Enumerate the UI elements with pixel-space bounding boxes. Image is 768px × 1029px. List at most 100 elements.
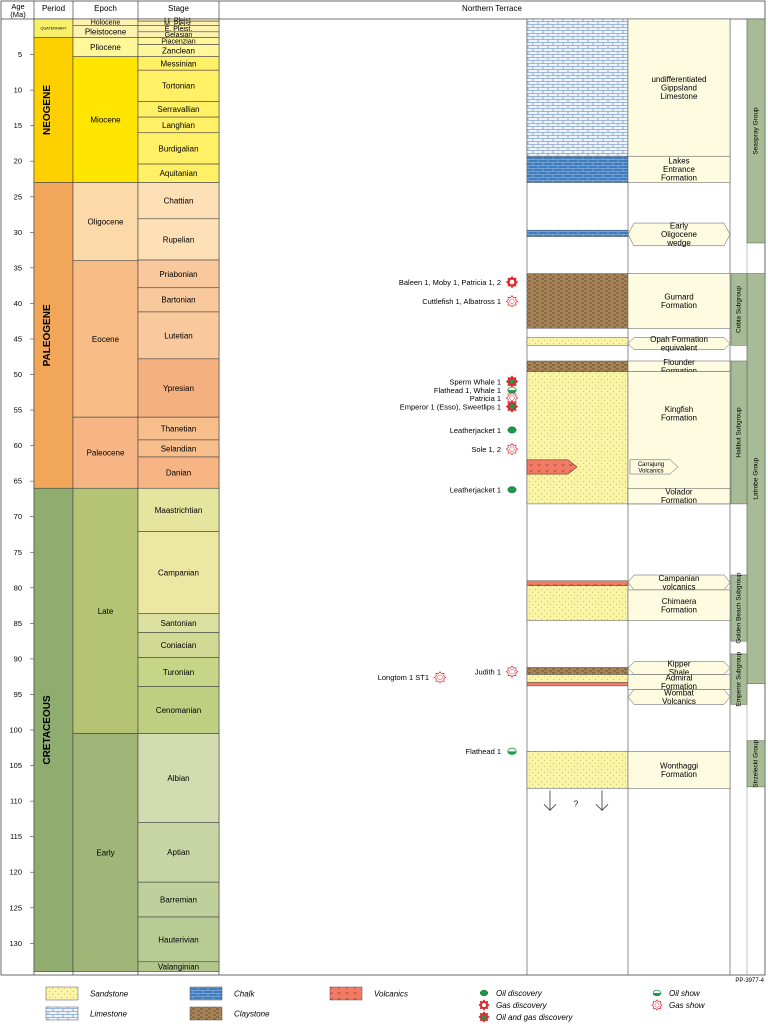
period-label: QUATERNARY [40, 27, 66, 31]
age-tick-label: 60 [14, 441, 22, 450]
discovery-label: Judith 1 [475, 667, 501, 676]
oil-core [509, 379, 515, 385]
stage-label: E. Pleist. [165, 26, 193, 33]
epoch-label: Pliocene [90, 43, 121, 52]
down-arrow-head [543, 804, 557, 811]
discovery-label: Baleen 1, Moby 1, Patricia 1, 2 [399, 278, 501, 287]
formation-label: Chimaera [662, 597, 697, 606]
formation-label: Limestone [661, 92, 698, 101]
lithology-unit [526, 674, 629, 683]
formation-label: Wombat [664, 688, 694, 697]
age-tick-label: 35 [14, 263, 22, 272]
legend-label: Limestone [90, 1010, 127, 1019]
carrajung-volcanics-wedge [526, 459, 578, 475]
discovery-label: Flathead 1, Whale 1 [434, 386, 501, 395]
age-tick-label: 90 [14, 654, 22, 663]
formation-arrow-box [627, 689, 731, 705]
formation-label: Formation [661, 605, 697, 614]
discovery-label: Patricia 1 [470, 394, 501, 403]
gas-discovery-icon [505, 275, 519, 289]
formation-label: Gurnard [664, 292, 693, 301]
stage-label: Burdigalian [158, 144, 198, 153]
discovery-label: Longtom 1 ST1 [378, 673, 429, 682]
epoch-header: Epoch [94, 4, 117, 13]
formation-label: wedge [666, 239, 691, 248]
formation-box [627, 488, 731, 505]
stage-label: Rupelian [163, 235, 195, 244]
figure-code: PP-3977-4 [735, 978, 764, 984]
age-tick-label: 55 [14, 406, 22, 415]
stage-label: M. Pleist. [164, 21, 193, 28]
period-label: CRETACEOUS [42, 695, 53, 765]
stage-cell [137, 961, 220, 973]
stage-label: Cenomanian [156, 706, 201, 715]
gas-show-core [509, 669, 515, 675]
period-label: PALEOGENE [42, 304, 53, 366]
gas-core [481, 1002, 487, 1008]
oil-show-fill [653, 993, 661, 996]
stage-label: Santonian [160, 619, 196, 628]
epoch-label: Miocene [90, 116, 121, 125]
lithology-unit [526, 155, 629, 183]
formation-label: Wonthaggi [660, 761, 698, 770]
oil-discovery-icon [479, 989, 489, 997]
gas-core [509, 279, 515, 285]
stage-cell [137, 358, 220, 418]
stage-cell [137, 657, 220, 687]
period-label: NEOGENE [42, 85, 53, 135]
formation-label: Formation [661, 174, 697, 183]
stage-label: Messinian [160, 59, 196, 68]
legend-label: Gas discovery [496, 1001, 548, 1010]
stage-label: Hauterivian [158, 935, 198, 944]
stage-cell [137, 456, 220, 489]
formation-label: equivalent [661, 344, 698, 353]
age-tick-label: 65 [14, 477, 22, 486]
age-tick-label: 110 [10, 797, 22, 806]
stage-label: Maastrichtian [155, 506, 203, 515]
age-tick-label: 15 [14, 121, 22, 130]
formation-label: Formation [661, 414, 697, 423]
stage-label: Piacenzian [161, 39, 195, 46]
group-label: Strzelecki Group [753, 739, 760, 787]
formation-label: Volcanics [662, 697, 696, 706]
formation-arrow-box [627, 222, 731, 247]
stage-cell [137, 287, 220, 313]
legend-label: Oil and gas discovery [496, 1013, 573, 1022]
stage-label: Gelasian [165, 32, 193, 39]
oil-discovery-icon [507, 486, 517, 494]
formation-label: undifferentiated [651, 75, 706, 84]
gas-discovery-icon [478, 999, 490, 1011]
stage-label: Priabonian [159, 270, 197, 279]
oil-gas-discovery-icon [505, 400, 519, 413]
discovery-label: Cuttlefish 1, Albatross 1 [422, 297, 501, 306]
stage-label: Ypresian [163, 384, 194, 393]
age-header: Age [11, 2, 24, 11]
epoch-cell [72, 182, 139, 262]
oil-show-icon [652, 989, 662, 997]
legend-swatch-sandstone [45, 986, 79, 1001]
lithology-unit [526, 337, 629, 346]
period-cell [33, 182, 74, 489]
stage-cell [137, 822, 220, 883]
oil-disc-shape [507, 426, 517, 434]
legend-label: Oil show [669, 989, 701, 998]
stage-label: Aquitanian [160, 169, 198, 178]
age-tick-label: 25 [14, 192, 22, 201]
epoch-label: Pleistocene [85, 27, 127, 36]
formation-box [627, 273, 731, 329]
epoch-cell [72, 416, 139, 489]
epoch-cell [72, 487, 139, 734]
stage-label: Albian [167, 774, 189, 783]
lithology-unit [526, 751, 629, 789]
oil-show-icon [507, 747, 517, 755]
stage-cell [137, 733, 220, 823]
stage-cell [137, 686, 220, 734]
age-tick-label: 95 [14, 690, 22, 699]
oil-disc-shape [507, 486, 517, 494]
stage-label: Serravallian [157, 105, 199, 114]
formation-box [627, 155, 731, 183]
formation-label: Opah Formation [650, 335, 708, 344]
stage-label: Tortonian [162, 82, 195, 91]
group-label: Golden Beach Subgroup [736, 572, 743, 644]
